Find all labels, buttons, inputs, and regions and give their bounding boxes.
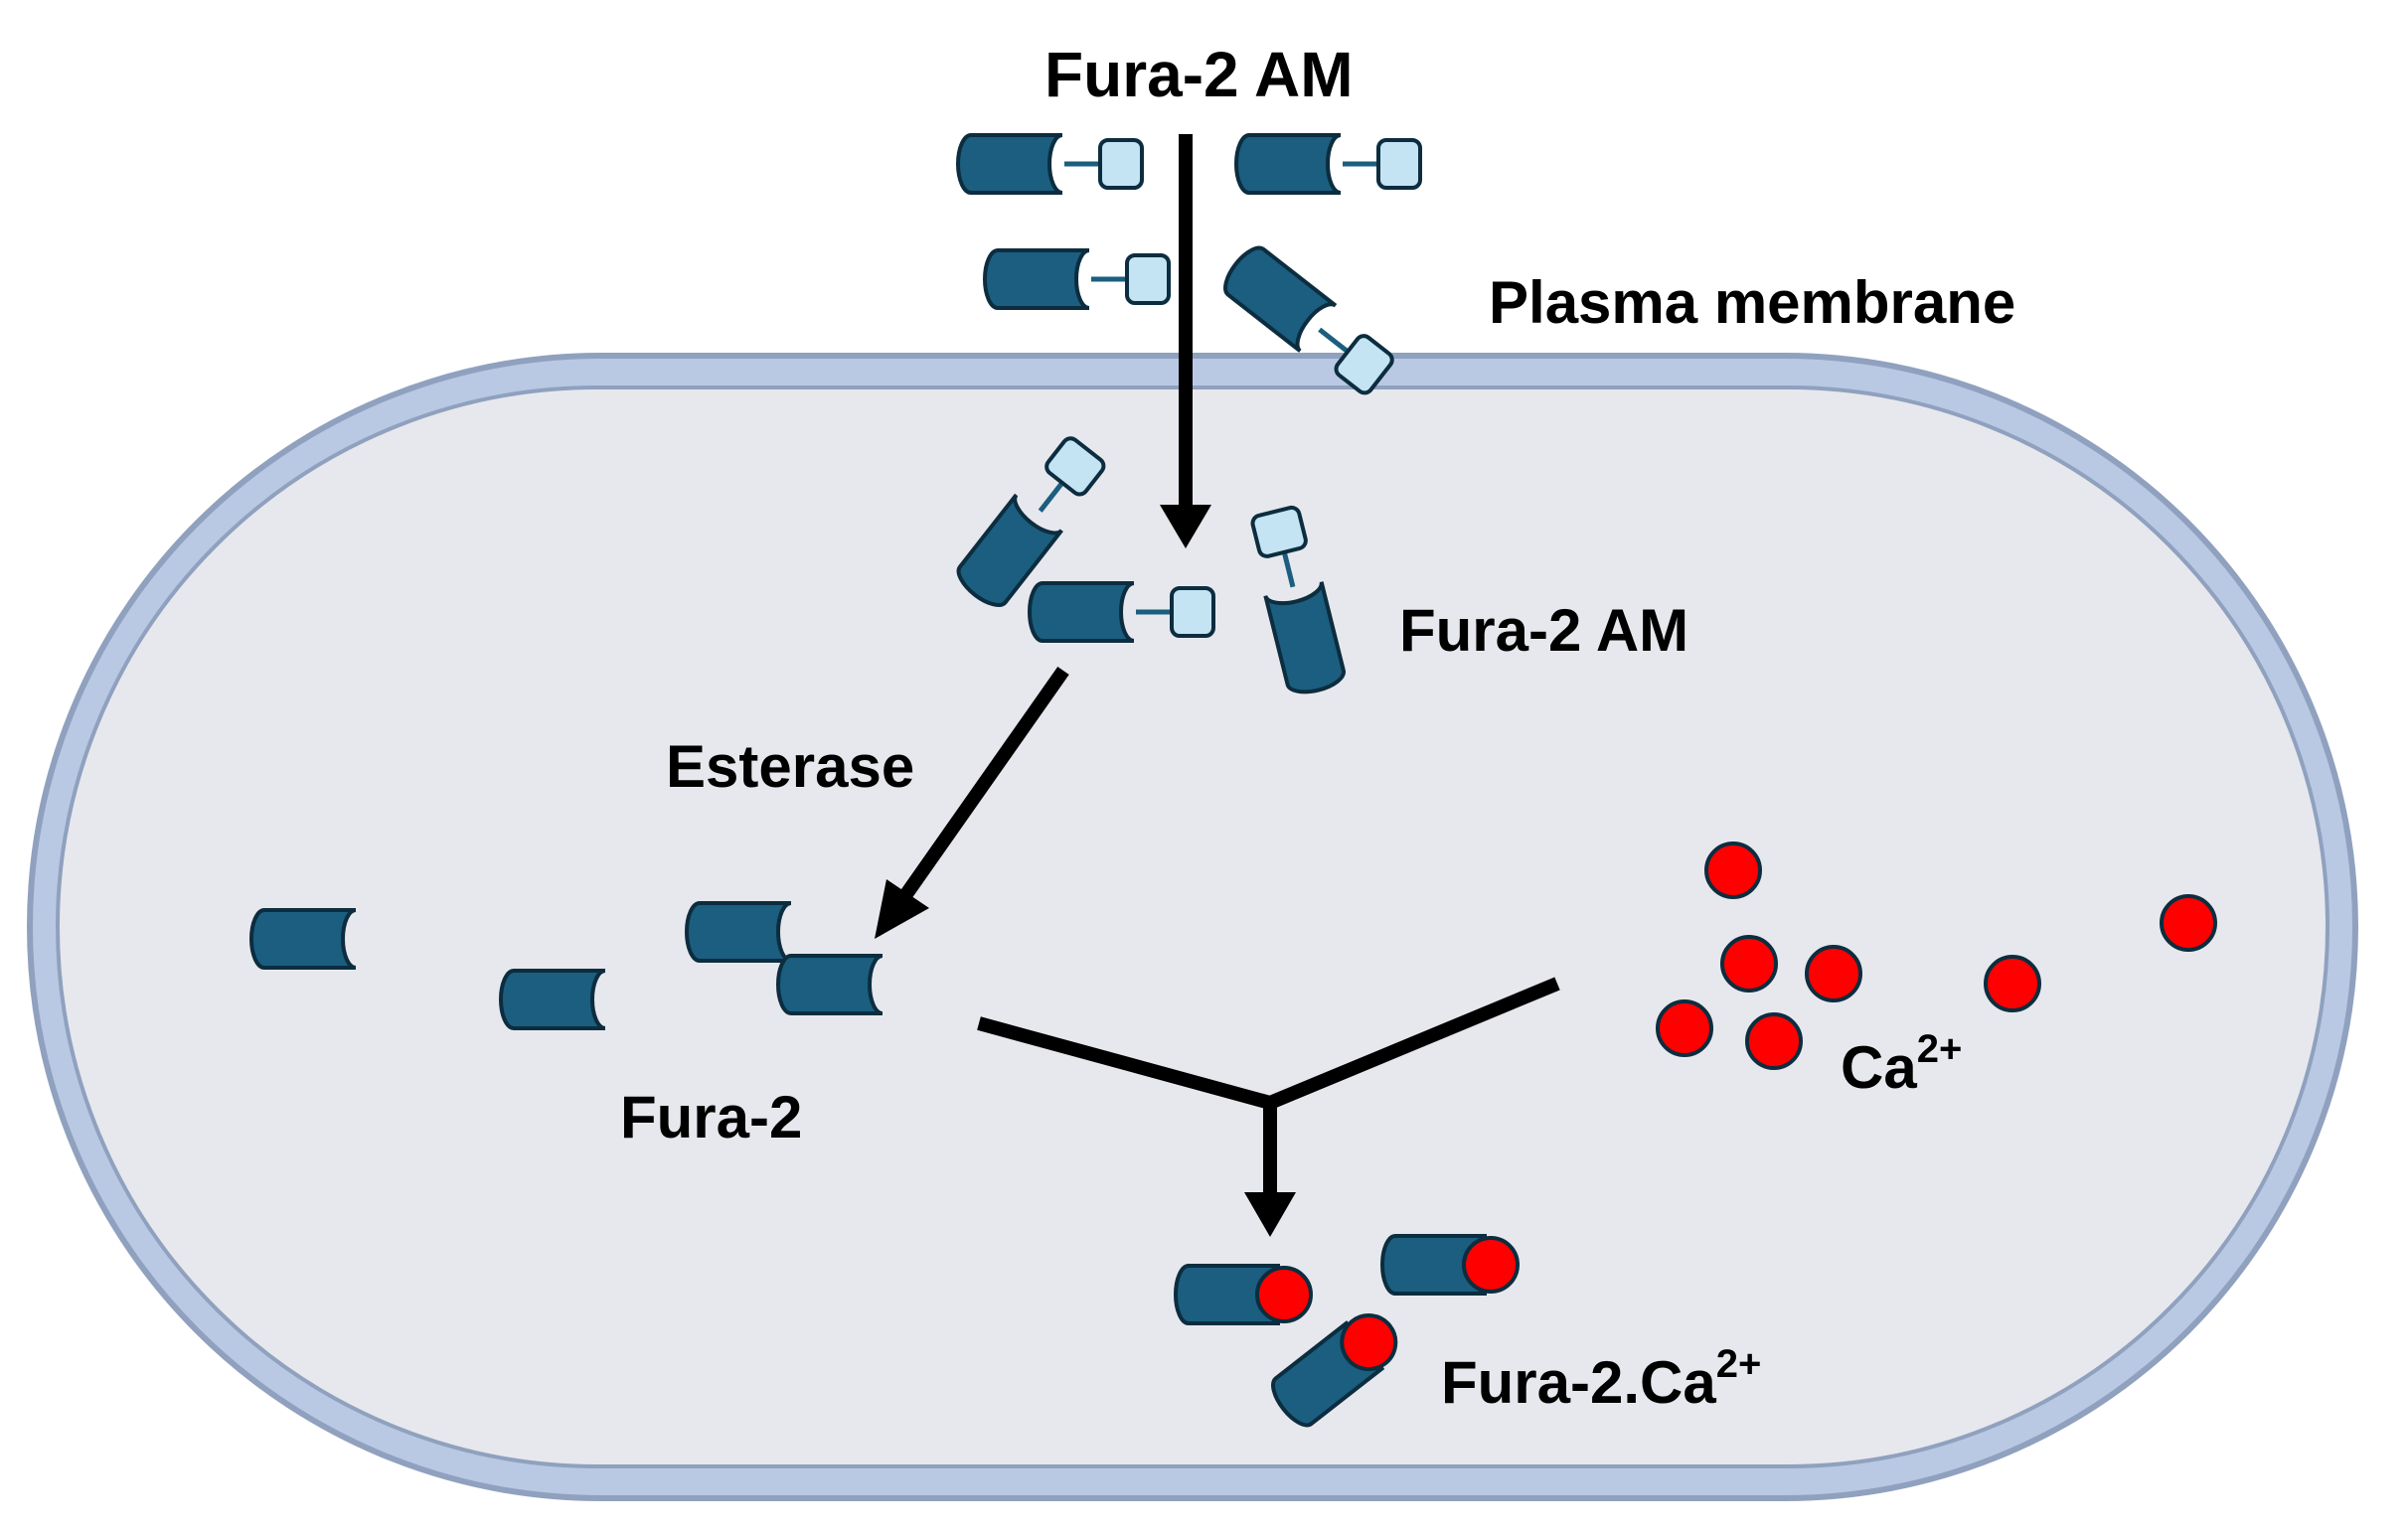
intracellular-fura2-am-label: Fura-2 AM: [1399, 597, 1688, 664]
complex-label-base: Fura-2.Ca: [1441, 1349, 1716, 1416]
red-circle-icon: [1805, 945, 1862, 1002]
calcium-label-base: Ca: [1841, 1034, 1917, 1101]
red-circle-icon: [1704, 842, 1762, 899]
red-circle-icon: [2160, 894, 2217, 952]
red-circle-icon: [1720, 935, 1778, 993]
cylinder-icon: [1174, 1264, 1313, 1325]
calcium-label: Ca2+: [1841, 1027, 1962, 1101]
complex-label-charge: 2+: [1716, 1342, 1762, 1386]
cylinder-icon: [776, 954, 884, 1015]
plasma-membrane-label: Plasma membrane: [1489, 269, 2015, 336]
calcium-label-charge: 2+: [1917, 1027, 1963, 1071]
cylinder-icon: [499, 969, 607, 1030]
binding-arrow: [977, 977, 1560, 1237]
cylinder-icon: [685, 901, 793, 963]
cylinder-icon: [249, 908, 358, 970]
uptake-arrow: [1160, 134, 1211, 548]
fura2-label: Fura-2: [620, 1084, 802, 1150]
top-title: Fura-2 AM: [1044, 39, 1354, 110]
cylinder-icon: [1236, 135, 1420, 193]
red-circle-icon: [1984, 955, 2041, 1012]
cylinder-icon: [1030, 583, 1213, 641]
red-circle-icon: [1656, 999, 1713, 1057]
red-circle-icon: [1745, 1012, 1803, 1070]
cylinder-icon: [985, 250, 1169, 308]
cylinder-icon: [958, 135, 1142, 193]
cylinder-icon: [1380, 1234, 1520, 1296]
esterase-label: Esterase: [666, 733, 914, 800]
complex-label: Fura-2.Ca2+: [1441, 1342, 1761, 1416]
esterase-arrow: [875, 666, 1069, 939]
